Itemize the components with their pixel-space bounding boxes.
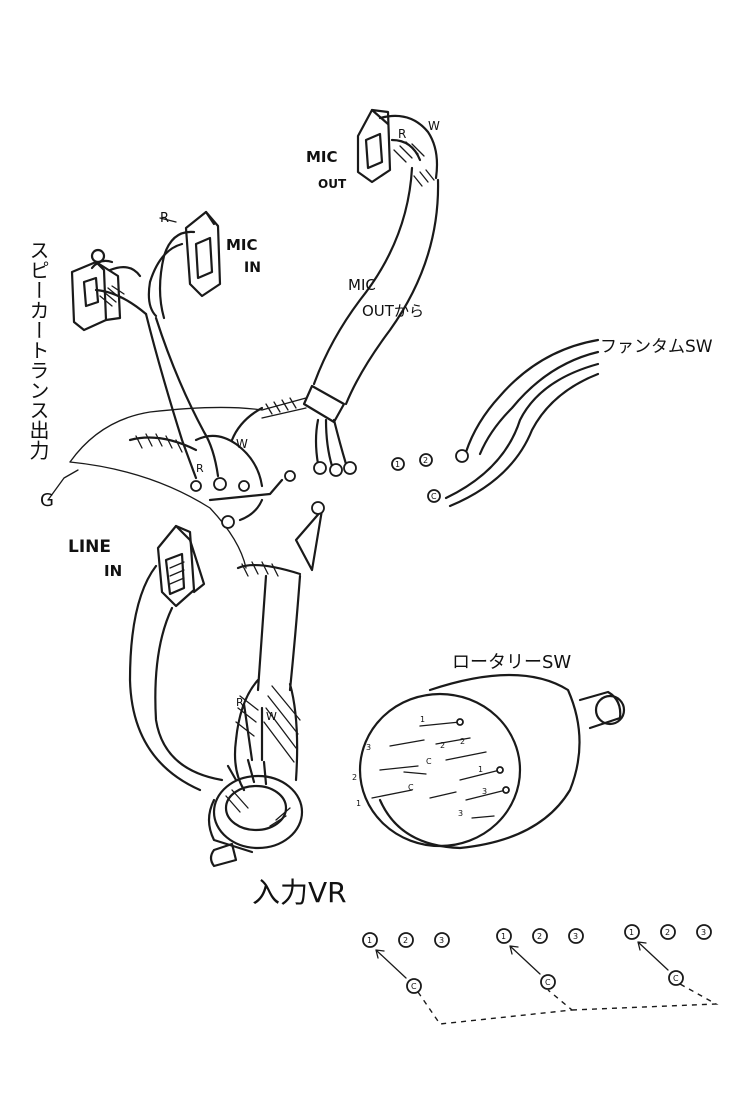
terminal-3-3 bbox=[696, 924, 712, 940]
rotary-pin-numbers: 1 2 3 C C 1 2 3 1 2 3 bbox=[352, 715, 487, 818]
mic-out-label-1: MIC bbox=[306, 148, 338, 166]
terminal-row-mid: 1 2 bbox=[391, 453, 433, 471]
arrow bbox=[375, 949, 407, 979]
svg-text:3: 3 bbox=[458, 809, 463, 818]
svg-text:W: W bbox=[266, 710, 277, 723]
svg-text:1: 1 bbox=[356, 799, 361, 808]
mic-out-cable-end bbox=[230, 384, 357, 477]
svg-text:3: 3 bbox=[482, 787, 487, 796]
speaker-output-label: スピーカートランス出力 bbox=[26, 240, 50, 460]
terminal-2-2 bbox=[532, 928, 548, 944]
line-in-label-1: LINE bbox=[68, 537, 111, 557]
mic-in-connector: R bbox=[147, 210, 222, 320]
terminal-2-1 bbox=[496, 928, 512, 944]
terminal-label: 2 bbox=[537, 932, 542, 941]
terminal-label: 1 bbox=[629, 928, 634, 937]
terminal-label: 1 bbox=[501, 932, 506, 941]
svg-text:R: R bbox=[236, 696, 244, 709]
svg-text:C: C bbox=[426, 757, 432, 766]
svg-text:2: 2 bbox=[423, 456, 428, 465]
rotary-switch bbox=[358, 673, 626, 850]
input-vr-cable bbox=[236, 501, 325, 692]
common-terminal-1 bbox=[406, 978, 422, 994]
terminal-label: 3 bbox=[573, 932, 578, 941]
mic-in-label-1: MIC bbox=[226, 236, 258, 254]
terminal-label: 2 bbox=[403, 936, 408, 945]
terminal-2-3 bbox=[568, 928, 584, 944]
common-terminal-label: C bbox=[673, 974, 679, 983]
terminal-label: 3 bbox=[439, 936, 444, 945]
mic-out-from-label-2: OUTから bbox=[362, 302, 424, 320]
svg-text:1: 1 bbox=[420, 715, 425, 724]
arrow bbox=[637, 941, 669, 971]
line-in-label-2: IN bbox=[104, 562, 122, 580]
input-vr: R W bbox=[207, 678, 304, 868]
terminal-1-1 bbox=[362, 932, 378, 948]
terminal-3-1 bbox=[624, 924, 640, 940]
terminal-cluster-left: R W bbox=[144, 312, 296, 529]
svg-text:W: W bbox=[428, 119, 440, 133]
svg-text:R: R bbox=[398, 127, 406, 141]
phantom-switch-label: ファンタムSW bbox=[600, 337, 713, 357]
common-terminal-label: C bbox=[411, 982, 417, 991]
mic-out-connector: R W bbox=[312, 108, 440, 406]
svg-text:3: 3 bbox=[366, 743, 371, 752]
terminal-1-2 bbox=[398, 932, 414, 948]
svg-text:1: 1 bbox=[395, 460, 400, 469]
svg-text:2: 2 bbox=[440, 741, 445, 750]
mic-out-from-label-1: MIC bbox=[348, 276, 376, 294]
svg-text:C: C bbox=[431, 492, 437, 501]
svg-text:W: W bbox=[236, 437, 248, 451]
arrow bbox=[509, 945, 541, 975]
phantom-switch-wires: C bbox=[427, 338, 600, 508]
line-in-connector bbox=[128, 524, 224, 792]
input-vr-label: 入力VR bbox=[252, 876, 347, 909]
ground-loop bbox=[47, 406, 263, 569]
terminal-label: 3 bbox=[701, 928, 706, 937]
mic-out-label-2: OUT bbox=[318, 177, 347, 191]
svg-text:2: 2 bbox=[352, 773, 357, 782]
svg-text:R: R bbox=[160, 211, 169, 226]
terminal-label: 2 bbox=[665, 928, 670, 937]
terminal-label: 1 bbox=[367, 936, 372, 945]
rotary-switch-label: ロータリーSW bbox=[452, 652, 571, 673]
terminal-3-2 bbox=[660, 924, 676, 940]
svg-text:2: 2 bbox=[460, 737, 465, 746]
svg-text:R: R bbox=[196, 462, 204, 475]
dashed-common-link bbox=[417, 983, 719, 1025]
mic-in-label-2: IN bbox=[244, 260, 261, 276]
terminal-groups: 1 2 3C 1 2 3C 1 2 3C bbox=[362, 924, 719, 1025]
speaker-output-connector bbox=[70, 248, 148, 332]
terminal-1-3 bbox=[434, 932, 450, 948]
svg-text:1: 1 bbox=[478, 765, 483, 774]
common-terminal-label: C bbox=[545, 978, 551, 987]
common-terminal-2 bbox=[540, 974, 556, 990]
ground-label: G bbox=[40, 490, 54, 511]
common-terminal-3 bbox=[668, 970, 684, 986]
svg-text:C: C bbox=[408, 783, 414, 792]
